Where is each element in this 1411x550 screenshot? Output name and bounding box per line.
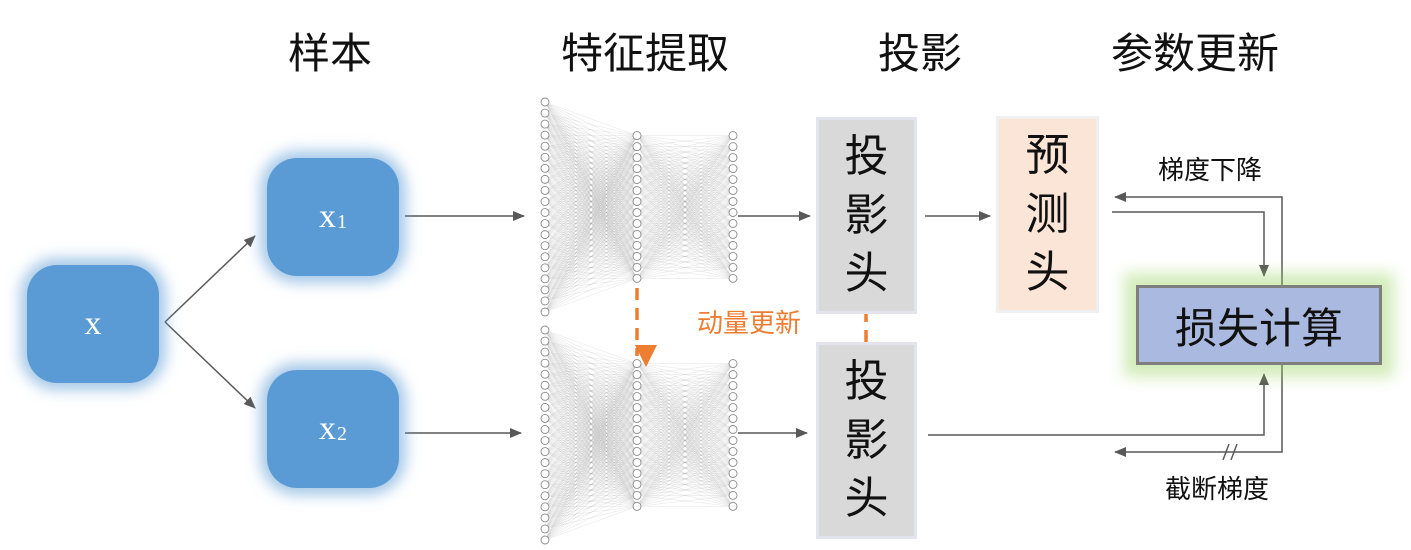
projection-head-online-char-3: 头 <box>844 248 889 300</box>
prediction-head-char-3: 头 <box>1025 247 1070 299</box>
arrow-stop-gradient-return <box>1114 365 1283 457</box>
stop-gradient-mark <box>1222 443 1238 461</box>
loss-computation-label: 损失计算 <box>1174 303 1343 353</box>
projection-head-target-char-1: 投 <box>844 355 889 407</box>
feature-extractor-network-target <box>540 325 738 545</box>
arrow-projection-to-loss <box>928 373 1269 436</box>
prediction-head: 预 测 头 <box>996 116 1099 313</box>
projection-head-target: 投 影 头 <box>816 342 917 539</box>
view-node-2-label: x <box>319 410 336 447</box>
loss-computation-box: 损失计算 <box>1136 285 1382 365</box>
projection-head-online: 投 影 头 <box>816 117 917 314</box>
view-node-1-label: x <box>319 198 336 235</box>
header-feature-extraction: 特征提取 <box>560 29 729 78</box>
header-projection: 投影 <box>877 29 962 78</box>
projection-head-target-char-2: 影 <box>844 414 889 466</box>
projection-head-online-char-2: 影 <box>844 189 889 241</box>
input-sample-node: x <box>27 265 159 383</box>
arrow-prediction-to-loss <box>1112 211 1269 277</box>
header-samples: 样本 <box>287 29 372 78</box>
input-sample-label: x <box>84 305 102 342</box>
arrow-gradient-descent-return <box>1114 192 1283 285</box>
header-parameter-update: 参数更新 <box>1110 29 1279 78</box>
gradient-descent-label: 梯度下降 <box>1158 156 1263 186</box>
arrow-x-to-x2 <box>164 321 256 409</box>
arrow-x-to-x1 <box>164 235 256 323</box>
momentum-update-label: 动量更新 <box>697 309 802 339</box>
stop-gradient-label: 截断梯度 <box>1165 475 1270 505</box>
projection-head-online-char-1: 投 <box>844 130 889 182</box>
view-node-2-subscript: 2 <box>337 422 347 445</box>
prediction-head-char-1: 预 <box>1025 129 1070 181</box>
feature-extractor-network-online <box>540 97 738 317</box>
projection-head-target-char-3: 头 <box>844 473 889 525</box>
prediction-head-char-2: 测 <box>1025 188 1070 240</box>
view-node-1-subscript: 1 <box>337 210 347 233</box>
